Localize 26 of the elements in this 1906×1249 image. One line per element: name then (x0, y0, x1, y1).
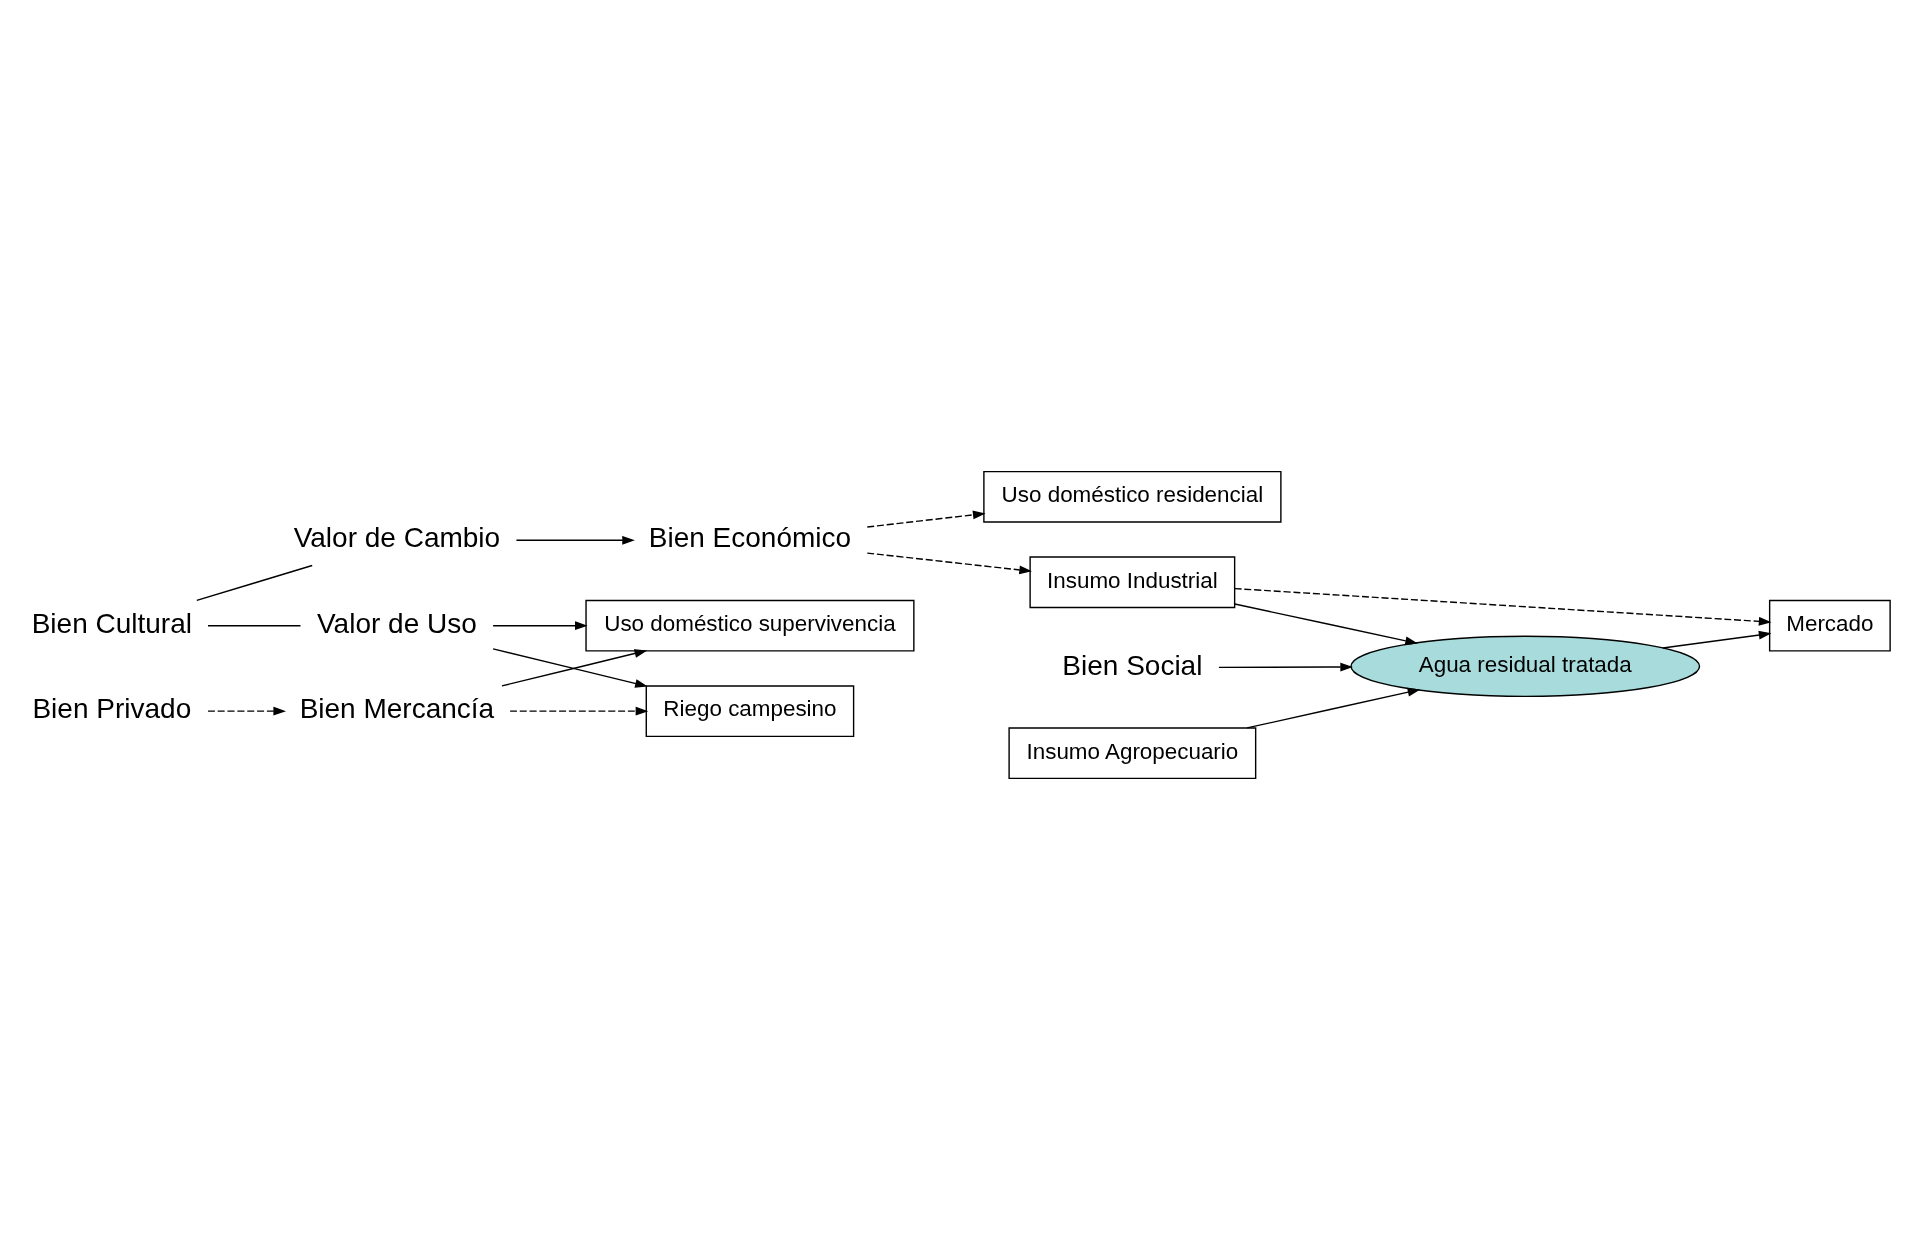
node-box: Riego campesino (645, 684, 855, 737)
arrow (866, 510, 986, 528)
node-text: Valor de Cambio (293, 521, 501, 553)
arrow (515, 535, 635, 545)
arrow (1662, 630, 1772, 649)
arrow (207, 706, 286, 716)
node-text: Bien Social (1062, 649, 1203, 681)
connector (207, 624, 302, 626)
arrow (866, 551, 1032, 574)
node-text: Bien Privado (32, 692, 192, 724)
arrow (1234, 602, 1418, 645)
node-box: Uso doméstico residencial (983, 470, 1282, 523)
arrow (509, 706, 649, 716)
node-box: Uso doméstico supervivencia (585, 599, 915, 652)
node-text: Valor de Uso (317, 607, 477, 639)
connector (196, 564, 313, 601)
arrow (1234, 587, 1772, 626)
arrow (1218, 662, 1353, 671)
node-text: Bien Mercancía (299, 692, 495, 724)
arrow (492, 620, 588, 630)
node-box: Insumo Agropecuario (1008, 726, 1257, 779)
node-box: Insumo Industrial (1029, 555, 1236, 608)
node-text: Bien Económico (648, 521, 852, 553)
node-text: Bien Cultural (31, 607, 192, 639)
arrow (1246, 687, 1421, 729)
node-box: Mercado (1768, 599, 1891, 652)
